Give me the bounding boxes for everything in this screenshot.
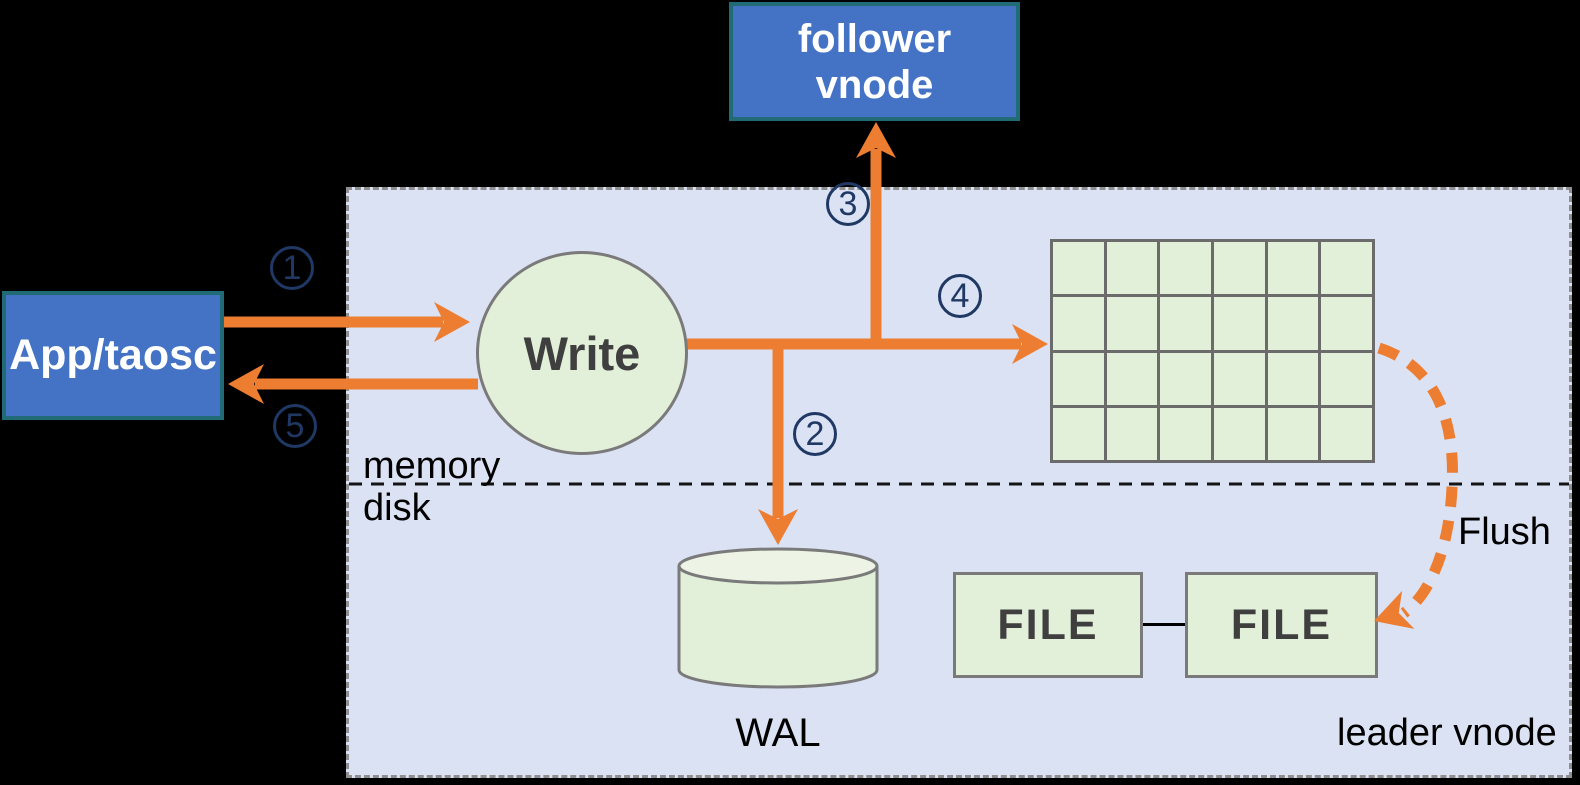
mem-table-cell (1053, 242, 1104, 295)
arrowhead-to-follower (856, 122, 896, 158)
mem-table-cell (1214, 297, 1265, 350)
flush-label: Flush (1458, 511, 1551, 553)
write-circle: Write (476, 251, 688, 455)
mem-table-cell (1053, 297, 1104, 350)
file-box-2: FILE (1185, 572, 1378, 678)
file-box-1-label: FILE (997, 600, 1099, 649)
step-badge-2: 2 (793, 412, 837, 456)
file-box-1: FILE (953, 572, 1143, 678)
write-label: Write (523, 326, 641, 380)
file-box-2-label: FILE (1230, 600, 1333, 649)
mem-table-cell (1160, 407, 1211, 460)
mem-table-cell (1214, 352, 1265, 405)
mem-table-cell (1214, 407, 1265, 460)
leader-vnode-label: leader vnode (1337, 712, 1557, 754)
mem-table-cell (1053, 407, 1104, 460)
follower-vnode-box: follower vnode (729, 2, 1020, 121)
follower-vnode-label-line2: vnode (815, 62, 934, 107)
memory-label: memory (363, 445, 501, 487)
step-badge-4: 4 (938, 274, 982, 318)
mem-table-cell (1321, 352, 1372, 405)
mem-table-cell (1160, 297, 1211, 350)
disk-label: disk (363, 487, 431, 529)
mem-table-cell (1160, 352, 1211, 405)
mem-table-cell (1053, 352, 1104, 405)
mem-table-cell (1321, 297, 1372, 350)
mem-table-cell (1321, 407, 1372, 460)
mem-table-cell (1160, 242, 1211, 295)
app-taosc-label: App/taosc (9, 331, 217, 379)
mem-table (1050, 239, 1375, 463)
mem-table-cell (1106, 297, 1158, 350)
step-badge-5: 5 (273, 404, 317, 448)
follower-vnode-label-line1: follower (797, 16, 952, 61)
mem-table-cell (1267, 242, 1319, 295)
step-badge-3: 3 (826, 182, 870, 226)
mem-table-cell (1267, 407, 1319, 460)
mem-table-cell (1267, 297, 1319, 350)
app-taosc-box: App/taosc (2, 291, 224, 420)
mem-table-cell (1214, 242, 1265, 295)
mem-table-cell (1321, 242, 1372, 295)
step-badge-1: 1 (270, 246, 314, 290)
wal-label: WAL (735, 711, 821, 755)
mem-table-cell (1267, 352, 1319, 405)
mem-table-cell (1106, 407, 1158, 460)
mem-table-cell (1106, 352, 1158, 405)
file-connector-line (1143, 623, 1185, 626)
mem-table-cell (1106, 242, 1158, 295)
